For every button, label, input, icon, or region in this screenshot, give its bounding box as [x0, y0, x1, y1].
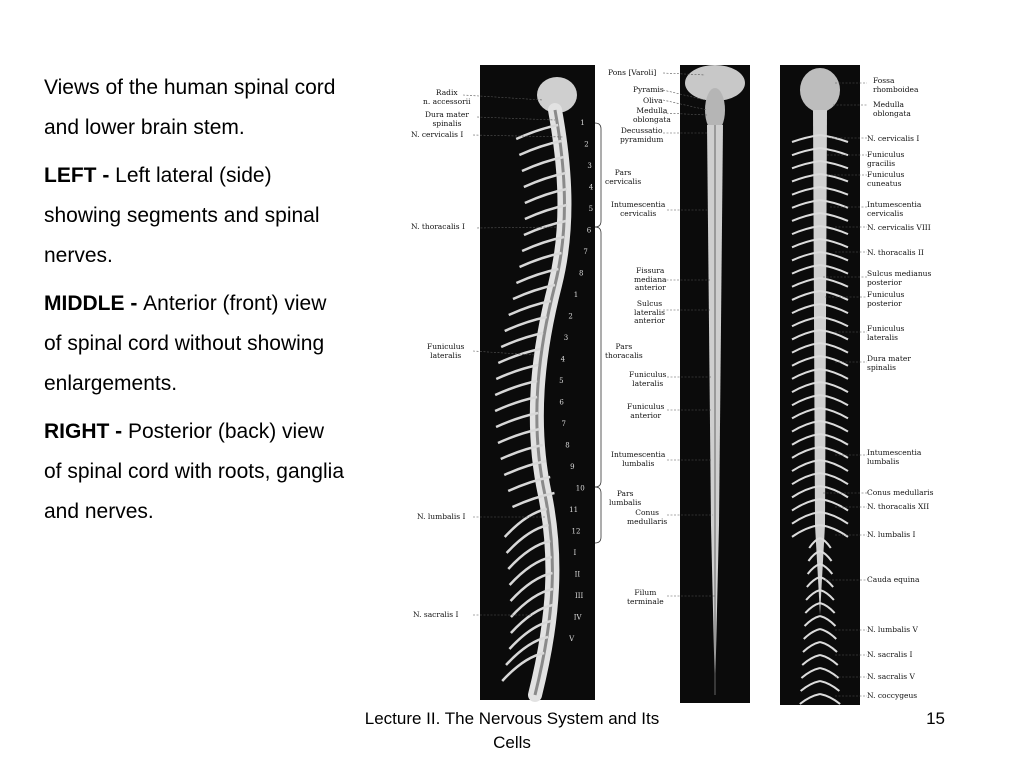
right-description: Posterior (back) view of spinal cord wit…	[44, 420, 344, 523]
slide-text: Views of the human spinal cord and lower…	[44, 68, 344, 540]
label-n-thoracalis-12: N. thoracalis XII	[867, 502, 930, 511]
label-n-thoracalis-2: N. thoracalis II	[867, 248, 924, 257]
left-paragraph: LEFT - Left lateral (side) showing segme…	[44, 156, 344, 276]
segment-number: 7	[583, 248, 587, 256]
segment-number: 2	[568, 313, 572, 321]
left-description: Left lateral (side) showing segments and…	[44, 164, 320, 267]
segment-number: 4	[561, 356, 566, 364]
label-n-sacralis-5: N. sacralis V	[867, 672, 915, 681]
segment-number: V	[568, 635, 575, 643]
label-n-cervicalis-left: N. cervicalis I	[411, 130, 464, 139]
middle-description: Anterior (front) view of spinal cord wit…	[44, 292, 327, 395]
segment-number: IV	[574, 614, 583, 622]
intro-paragraph: Views of the human spinal cord and lower…	[44, 76, 336, 139]
label-cauda-equina: Cauda equina	[867, 575, 920, 584]
label-n-sacralis-1-right: N. sacralis I	[867, 650, 913, 659]
label-pons: Pons [Varoli]	[608, 68, 657, 77]
segment-number: 10	[576, 485, 585, 493]
label-n-lumbalis-5: N. lumbalis V	[867, 625, 918, 634]
segment-number: II	[575, 571, 581, 579]
segment-number: 11	[569, 506, 578, 514]
segment-number: 12	[572, 528, 581, 536]
segment-number: 7	[562, 420, 566, 428]
label-n-lumbalis-1-right: N. lumbalis I	[867, 530, 916, 539]
label-n-sacralis-left: N. sacralis I	[413, 610, 459, 619]
segment-number: 6	[559, 399, 564, 407]
middle-paragraph: MIDDLE - Anterior (front) view of spinal…	[44, 284, 344, 404]
middle-heading: MIDDLE -	[44, 292, 144, 315]
label-n-lumbalis-left: N. lumbalis I	[417, 512, 466, 521]
segment-number: 1	[580, 119, 584, 127]
segment-number: 3	[564, 334, 568, 342]
segment-number: 6	[587, 227, 592, 235]
left-heading: LEFT -	[44, 164, 116, 187]
label-n-thoracalis-left: N. thoracalis I	[411, 222, 465, 231]
label-n-cervicalis-8: N. cervicalis VIII	[867, 223, 931, 232]
segment-number: 5	[589, 205, 593, 213]
segment-number: I	[573, 549, 576, 557]
segment-number: 4	[589, 184, 594, 192]
slide-number: 15	[926, 709, 945, 728]
label-pyramis: Pyramis	[633, 85, 664, 94]
right-heading: RIGHT -	[44, 420, 128, 443]
label-oliva: Oliva	[643, 96, 663, 105]
segment-number: 1	[574, 291, 578, 299]
footer-lecture-title: Lecture II. The Nervous System and Its C…	[364, 709, 660, 752]
segment-number: 5	[559, 377, 563, 385]
segment-number: 8	[579, 270, 583, 278]
segment-number: 8	[565, 442, 569, 450]
segment-number: 9	[570, 463, 574, 471]
segment-number: 3	[587, 162, 591, 170]
label-n-coccygeus: N. coccygeus	[867, 691, 918, 700]
right-paragraph: RIGHT - Posterior (back) view of spinal …	[44, 412, 344, 532]
segment-number: 2	[584, 141, 588, 149]
segment-number: III	[575, 592, 584, 600]
label-n-cervicalis-1-right: N. cervicalis I	[867, 134, 920, 143]
label-conus-medullaris-right: Conus medullaris	[867, 488, 934, 497]
